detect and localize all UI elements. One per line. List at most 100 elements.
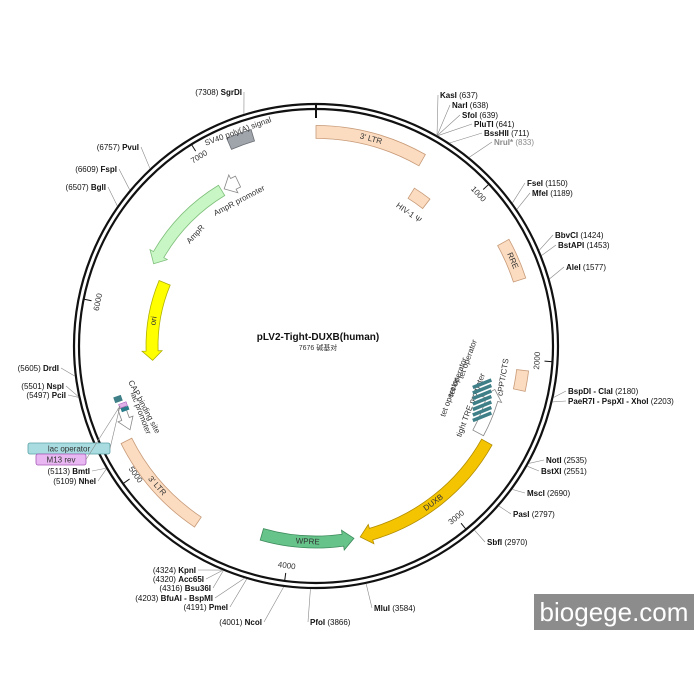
site-name: PfoI [310,618,325,627]
feature-label-cppt-cts: cPPT/CTS [495,358,510,397]
site-leader [212,570,224,589]
tick-label: 2000 [532,351,542,370]
site-label: (5605) DrdI [18,364,59,373]
site-bfuai-bspmi: (4203) BfuAI - BspMI [135,577,245,603]
site-name: AleI [566,263,581,272]
site-name: NspI [47,382,64,391]
site-leader [436,94,439,136]
site-label: (6507) BglI [66,183,106,192]
site-label: NruI* (833) [494,138,534,147]
site-leader [528,459,545,464]
site-position: (641) [496,120,515,129]
site-name: Bsu36I [185,584,211,593]
site-name: PvuI [122,143,139,152]
site-name: SfoI [462,111,477,120]
site-bspdi-clai: BspDI - ClaI (2180) [553,387,639,398]
site-bmti: (5113) BmtI [47,467,107,476]
site-position: (5109) [53,477,76,486]
site-position: (4001) [219,618,242,627]
site-leader [214,577,245,599]
tet-operator-box [472,400,493,412]
site-pasi: PasI (2797) [498,505,555,519]
tick-label: 7000 [189,148,209,165]
site-leader [552,400,567,403]
site-position: (5501) [21,382,44,391]
plasmid-size: 7676 碱基对 [299,343,338,352]
site-drdi: (5605) DrdI [18,364,76,377]
site-name: MluI [374,604,390,613]
site-name: DrdI [43,364,59,373]
site-name: BfuAI - BspMI [161,594,213,603]
site-position: (1424) [580,231,603,240]
feature-3-ltr [315,125,426,167]
tick-mark [122,478,130,485]
callout-lac-operator-label: lac operator [48,444,91,453]
site-label: (4324) KpnI [153,566,196,575]
site-position: (1189) [550,189,573,198]
site-label: PfoI (3866) [310,618,351,627]
site-pluti: PluTI (641) [437,120,515,136]
site-leader [474,530,486,543]
site-label: MluI (3584) [374,604,416,613]
site-leader [468,141,493,158]
site-leader [449,132,483,144]
site-position: (2797) [532,510,555,519]
site-label: PluTI (641) [474,120,515,129]
site-label: MscI (2690) [527,489,570,498]
site-leader [65,385,79,397]
site-bsu36i: (4316) Bsu36I [159,570,224,593]
site-sfoi: SfoI (639) [437,111,498,136]
site-leader [97,468,107,482]
tet-operator-box [472,405,493,417]
site-position: (2690) [547,489,570,498]
site-label: SbfI (2970) [487,538,528,547]
feature-ampr [149,184,226,265]
plasmid-backbone [72,102,560,590]
callout-m13-rev-label: M13 rev [47,455,76,464]
site-label: (4001) NcoI [219,618,262,627]
site-name: BstAPI [558,241,584,250]
site-bgli: (6507) BglI [66,183,118,207]
tick-mark [284,572,287,581]
site-leader [541,244,557,256]
site-name: PasI [513,510,529,519]
tick-mark [191,144,197,152]
site-mlui: MluI (3584) [365,583,416,613]
tick-label: 4000 [277,560,296,571]
feature-hiv-1-psi [407,187,431,210]
site-name: BstXI [541,467,561,476]
site-alei: AleI (1577) [549,263,606,280]
feature-duxb [359,438,493,545]
site-bsshii: BssHII (711) [449,129,530,144]
m13-rev-box [118,401,128,409]
site-leader [91,467,107,472]
site-label: SfoI (639) [462,111,498,120]
site-label: (5501) NspI [21,382,64,391]
site-position: (833) [515,138,534,147]
site-mfei: MfeI (1189) [516,189,573,210]
tet-operator-box [472,378,493,390]
site-leader [307,588,311,623]
site-nari: NarI (638) [436,101,489,136]
site-leader [539,234,554,251]
site-label: BssHII (711) [484,129,530,138]
site-label: BstAPI (1453) [558,241,610,250]
site-sbfi: SbfI (2970) [474,530,528,547]
site-label: (5109) NheI [53,477,96,486]
site-position: (2970) [504,538,527,547]
tet-operator-box [472,411,493,423]
site-ncoi: (4001) NcoI [219,586,284,627]
site-position: (4191) [184,603,207,612]
site-name: NarI [452,101,468,110]
site-position: (6757) [97,143,120,152]
site-name: SbfI [487,538,502,547]
lac-operator-box [120,405,130,413]
site-bstxi: BstXI (2551) [527,465,587,476]
site-name: FspI [101,165,117,174]
site-position: (637) [459,91,478,100]
feature-rre [497,238,527,283]
site-nspi: (5501) NspI [21,382,79,397]
site-label: AleI (1577) [566,263,606,272]
site-name: PaeR7I - PspXI - XhoI [568,397,648,406]
site-position: (6609) [75,165,98,174]
